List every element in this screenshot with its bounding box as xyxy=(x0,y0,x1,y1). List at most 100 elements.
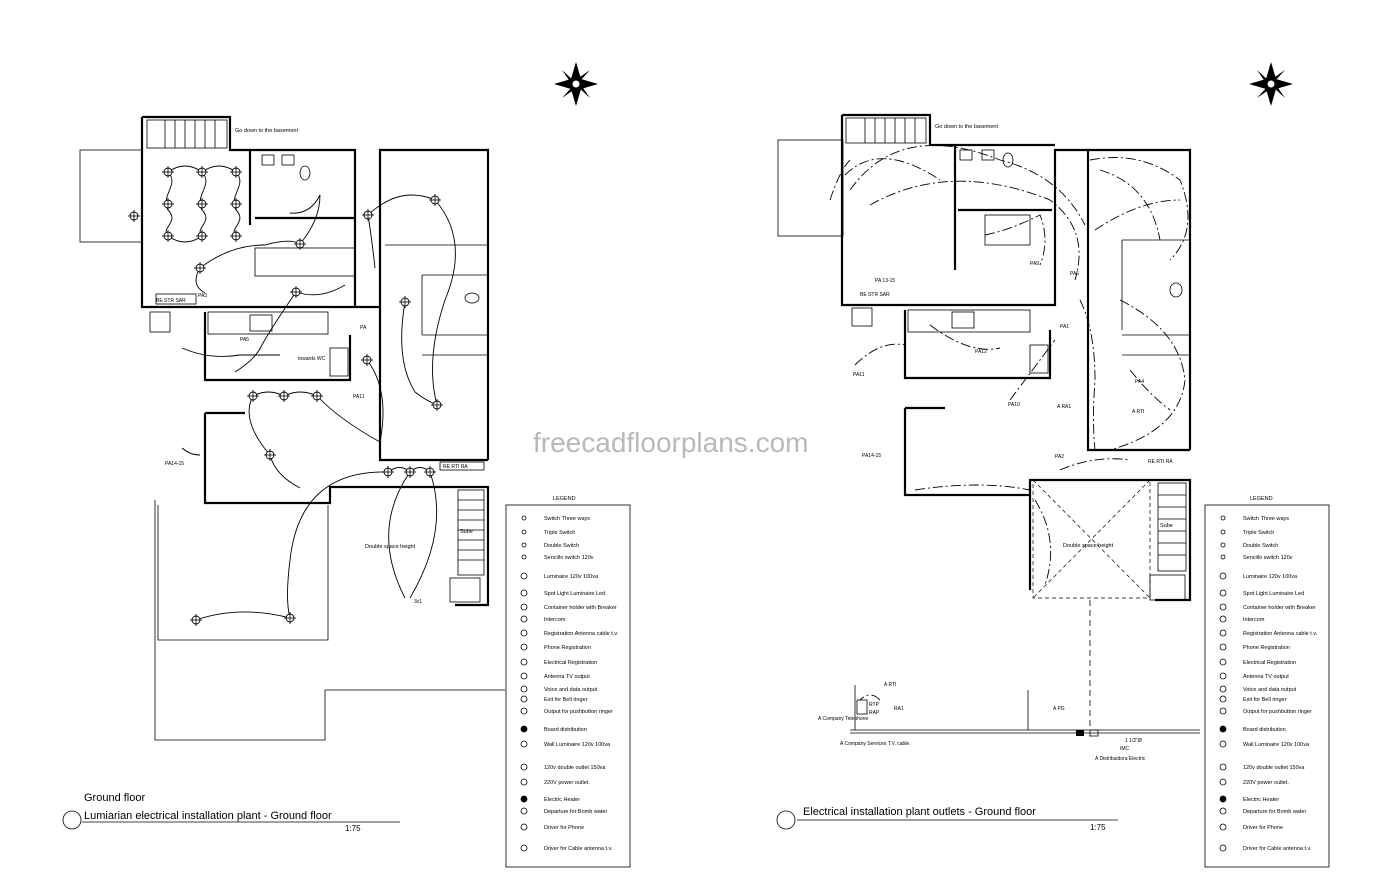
legend-item-left-6: Container holder with Breaker xyxy=(544,605,617,611)
legend-symbol-left-21 xyxy=(520,823,528,831)
legend-item-left-1: Triple Switch xyxy=(544,530,575,536)
pa14-label-right: PA14-15 xyxy=(862,453,881,459)
legend-item-left-10: Electrical Registration xyxy=(544,660,597,666)
legend-item-left-15: Board distribution xyxy=(544,727,587,733)
legend-item-left-11: Antenna TV output xyxy=(544,674,590,680)
pa9-label: PA9 xyxy=(1030,261,1039,267)
pa12-label: PA12 xyxy=(975,349,987,355)
legend-item-right-1: Triple Switch xyxy=(1243,530,1274,536)
legend-title-right: LEGEND xyxy=(1250,496,1273,502)
legend-symbol-left-12 xyxy=(520,685,528,693)
ra1-label: RA1 xyxy=(894,706,904,712)
pa14-label: PA14-15 xyxy=(165,461,184,467)
legend-item-right-0: Switch Three ways xyxy=(1243,516,1289,522)
legend-item-right-6: Container holder with Breaker xyxy=(1243,605,1316,611)
rtp-label: RTP xyxy=(869,702,880,708)
legend-item-left-20: Departure for Bomb water xyxy=(544,809,607,815)
legend-symbol-right-9 xyxy=(1219,643,1227,651)
legend-symbol-left-16 xyxy=(520,740,528,748)
left-floor-plan: Go down to the basement Double space hei… xyxy=(62,61,599,833)
legend-item-left-14: Output for pushbutton ringer xyxy=(544,709,613,715)
legend-symbol-left-0 xyxy=(521,515,527,521)
legend-item-right-3: Sencillo switch 120v xyxy=(1243,555,1293,561)
legend-symbol-left-18 xyxy=(520,778,528,786)
panel-bottom-label: RE RTI RA xyxy=(443,464,468,470)
pa5-label: PA5 xyxy=(240,337,249,343)
legend-symbol-right-17 xyxy=(1219,763,1227,771)
legend-symbol-right-13 xyxy=(1219,695,1227,703)
legend-symbol-left-20 xyxy=(520,807,528,815)
legend-symbol-right-3 xyxy=(1220,554,1226,560)
compass-icon-right xyxy=(1248,61,1294,107)
legend-item-right-10: Electrical Registration xyxy=(1243,660,1296,666)
right-floor-plan: Go down to the basement Double space hei… xyxy=(776,61,1294,832)
pa11-label: PA11 xyxy=(353,394,365,400)
a-ra1-label: A RA1 xyxy=(1057,404,1071,410)
watermark: freecadfloorplans.com xyxy=(533,427,808,458)
panel-label-right: RE RTI RA xyxy=(1148,459,1173,465)
legend-item-left-9: Phone Registration xyxy=(544,645,591,651)
legend-item-right-20: Departure for Bomb water xyxy=(1243,809,1306,815)
stairs-label: Sube xyxy=(460,529,473,535)
legend-title-left: LEGEND xyxy=(553,496,576,502)
legend-symbol-right-4 xyxy=(1219,572,1227,580)
legend-symbol-right-22 xyxy=(1219,844,1227,852)
company-tv-label: A Company Services T.V. cable. xyxy=(840,741,911,747)
legend-symbol-right-15 xyxy=(1219,725,1227,733)
double-space-label: Double space height xyxy=(365,544,416,550)
legend-symbol-left-10 xyxy=(520,658,528,666)
pa3-label: PA3 xyxy=(198,293,207,299)
pa13-label: PA 13-15 xyxy=(875,278,895,284)
basement-label-right: Go down to the basement xyxy=(935,124,998,130)
legend-item-right-4: Luminaire 120v 100va xyxy=(1243,574,1298,580)
legend-symbol-right-19 xyxy=(1219,795,1227,803)
right-title: Electrical installation plant outlets - … xyxy=(803,806,1036,818)
left-title-line2: Lumiarian electrical installation plant … xyxy=(84,810,332,822)
legend-symbol-left-13 xyxy=(520,695,528,703)
legend-symbol-right-21 xyxy=(1219,823,1227,831)
pa10-label: PA10 xyxy=(1008,402,1020,408)
switch-label: 3c1 xyxy=(414,599,422,605)
legend-symbol-left-3 xyxy=(521,554,527,560)
legend-symbol-left-17 xyxy=(520,763,528,771)
legend-item-left-12: Voice and data output xyxy=(544,687,598,693)
legend-item-left-8: Registration Antenna cable t.v. xyxy=(544,631,619,637)
title-bubble-left xyxy=(62,810,82,830)
legend-symbol-right-0 xyxy=(1220,515,1226,521)
legend-symbol-left-15 xyxy=(520,725,528,733)
legend-item-left-5: Spot Light Luminaire Led xyxy=(544,591,605,597)
legend-item-right-16: Wall Luminaire 120v 100va xyxy=(1243,742,1310,748)
legend-item-right-22: Driver for Cable antenna t.v. xyxy=(1243,846,1312,852)
panel-left-label: BE STR SAR xyxy=(156,298,186,304)
legend-symbol-right-18 xyxy=(1219,778,1227,786)
legend-item-left-13: Exit for Bell ringer xyxy=(544,697,588,703)
legend-item-left-0: Switch Three ways xyxy=(544,516,590,522)
legend-item-right-11: Antenna TV output xyxy=(1243,674,1289,680)
legend-symbol-left-1 xyxy=(521,529,527,535)
legend-item-right-8: Registration Antenna cable t.v. xyxy=(1243,631,1318,637)
legend-symbol-left-14 xyxy=(520,707,528,715)
imc-label: IMC xyxy=(1120,746,1130,752)
legend-item-right-13: Exit for Bell ringer xyxy=(1243,697,1287,703)
legend-symbol-right-2 xyxy=(1220,542,1226,548)
legend-symbol-left-9 xyxy=(520,643,528,651)
towards-wc-label: towards WC xyxy=(298,356,326,362)
legend-item-right-12: Voice and data output xyxy=(1243,687,1297,693)
rap-label: RAP xyxy=(869,710,880,716)
legend-symbol-right-14 xyxy=(1219,707,1227,715)
legend-symbol-left-6 xyxy=(520,603,528,611)
legend-symbol-left-11 xyxy=(520,672,528,680)
legend-item-right-19: Electric Heater xyxy=(1243,797,1279,803)
right-scale: 1:75 xyxy=(1090,823,1106,832)
legend-symbol-right-6 xyxy=(1219,603,1227,611)
pa2-label: PA2 xyxy=(1055,454,1064,460)
company-phone-label: A Company Telephone xyxy=(818,716,868,722)
legend-item-left-19: Electric Heater xyxy=(544,797,580,803)
legend-item-left-4: Luminaire 120v 100va xyxy=(544,574,599,580)
legend-item-left-17: 120v double outlet 150va xyxy=(544,765,606,771)
legend-item-right-2: Double Switch xyxy=(1243,543,1278,549)
a-rti-ext-label: A RTI xyxy=(884,682,896,688)
legend-item-left-18: 220V power outlet. xyxy=(544,780,590,786)
patio-left xyxy=(79,149,143,243)
